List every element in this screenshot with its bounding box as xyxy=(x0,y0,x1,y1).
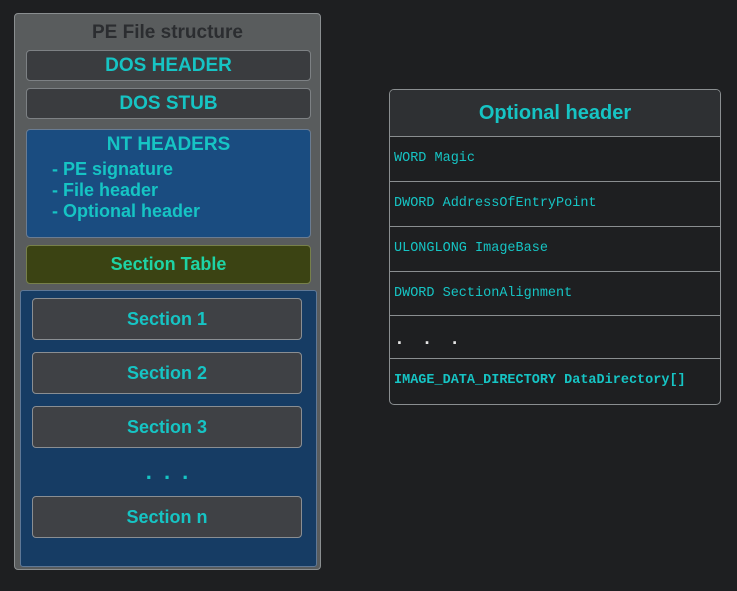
opt-row-ellipsis: . . . xyxy=(390,316,720,359)
opt-row-section-alignment: DWORD SectionAlignment xyxy=(390,272,720,316)
nt-item-file-header: - File header xyxy=(52,180,159,200)
nt-headers-list: - PE signature - File header - Optional … xyxy=(52,159,200,222)
section-n-block: Section n xyxy=(32,496,302,538)
nt-headers-block: NT HEADERS - PE signature - File header … xyxy=(26,129,311,238)
optional-header-table: Optional header WORD Magic DWORD Address… xyxy=(389,89,721,405)
nt-item-pe-signature: - PE signature xyxy=(52,159,174,179)
sections-container: Section 1 Section 2 Section 3 . . . Sect… xyxy=(20,290,317,567)
sections-ellipsis: . . . xyxy=(145,459,192,484)
section-1-block: Section 1 xyxy=(32,298,302,340)
opt-row-entry-point: DWORD AddressOfEntryPoint xyxy=(390,182,720,227)
nt-item-optional-header: - Optional header xyxy=(52,201,201,221)
optional-header-title: Optional header xyxy=(390,90,720,137)
section-table-block: Section Table xyxy=(26,245,311,284)
section-2-block: Section 2 xyxy=(32,352,302,394)
opt-row-image-base: ULONGLONG ImageBase xyxy=(390,227,720,272)
section-3-block: Section 3 xyxy=(32,406,302,448)
opt-row-data-directory: IMAGE_DATA_DIRECTORY DataDirectory[] xyxy=(394,373,686,388)
opt-row-magic: WORD Magic xyxy=(390,137,720,182)
dos-header-block: DOS HEADER xyxy=(26,50,311,81)
dos-stub-block: DOS STUB xyxy=(26,88,311,119)
pe-structure-title: PE File structure xyxy=(92,22,243,43)
nt-headers-title: NT HEADERS xyxy=(106,134,231,155)
pe-file-structure-panel: PE File structure DOS HEADER DOS STUB NT… xyxy=(14,13,321,570)
